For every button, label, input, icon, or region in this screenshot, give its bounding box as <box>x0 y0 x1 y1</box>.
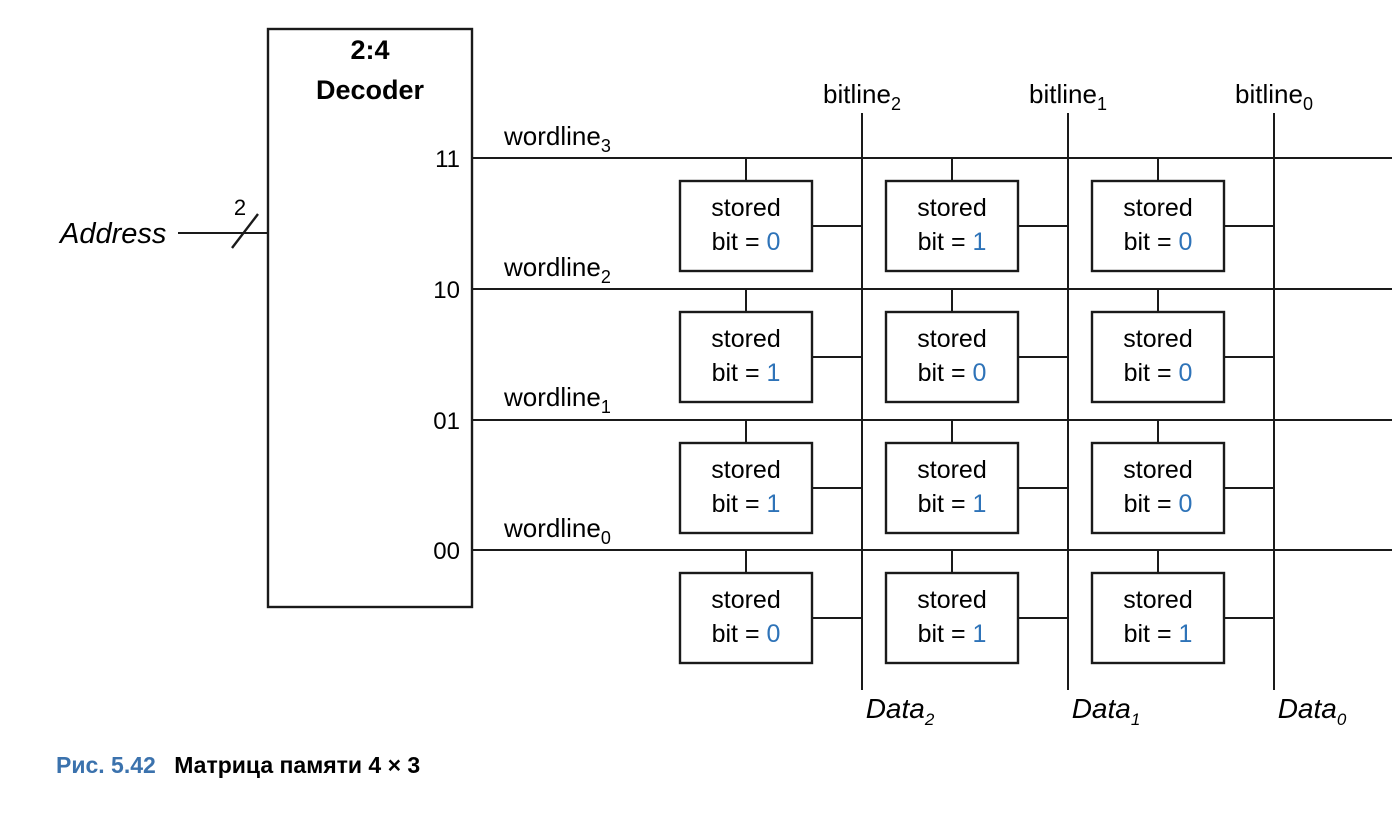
cell-r2c2-line1: stored <box>711 325 780 353</box>
memory-cell-r0c2[interactable]: stored bit = 0 <box>678 550 862 665</box>
bus-width-slash-icon <box>231 213 259 249</box>
data-output-0-label: Data0 <box>1278 693 1347 729</box>
cell-r0c0-line2: bit = 1 <box>1124 620 1193 648</box>
memory-cell-r0c0[interactable]: stored bit = 1 <box>1090 550 1274 665</box>
cell-r2c1-line2: bit = 0 <box>918 359 987 387</box>
cell-r2c0-box <box>1090 310 1226 404</box>
cell-r0c1-box <box>884 571 1020 665</box>
cell-r1c1-line1: stored <box>917 456 986 484</box>
cell-r0c2-line2: bit = 0 <box>712 620 781 648</box>
cell-r1c0-box <box>1090 441 1226 535</box>
cell-r2c1-box <box>884 310 1020 404</box>
cell-r3c1-line1: stored <box>917 194 986 222</box>
memory-cell-r3c2[interactable]: stored bit = 0 <box>678 158 862 273</box>
cell-r3c0-line1: stored <box>1123 194 1192 222</box>
decoder-output-label-00: 00 <box>433 538 460 565</box>
decoder-block: 2:4 Decoder 11 10 01 00 <box>266 27 474 609</box>
cell-r0c2-line1: stored <box>711 586 780 614</box>
data-output-1-label: Data1 <box>1072 693 1141 729</box>
cell-r1c1-box <box>884 441 1020 535</box>
memory-row-wordline2: stored bit = 1 stored bit = 0 stored <box>678 289 1274 404</box>
memory-row-wordline3: stored bit = 0 stored bit = 1 st <box>678 158 1274 273</box>
figure-caption-text: Матрица памяти 4 × 3 <box>174 752 421 778</box>
wordlines-group: wordline3 wordline2 wordline1 wordline0 <box>472 121 1392 552</box>
memory-cell-r2c1[interactable]: stored bit = 0 <box>884 289 1068 404</box>
memory-row-wordline0: stored bit = 0 stored bit = 1 stored <box>678 550 1274 665</box>
cell-r2c0-line2: bit = 0 <box>1124 359 1193 387</box>
cell-r0c0-box <box>1090 571 1226 665</box>
cell-r1c1-line2: bit = 1 <box>918 490 987 518</box>
cell-r0c2-box <box>678 571 814 665</box>
figure-caption: Рис. 5.42 Матрица памяти 4 × 3 <box>56 752 420 779</box>
data-outputs-group: Data2 Data1 Data0 <box>866 693 1347 729</box>
cell-r2c2-line2: bit = 1 <box>712 359 781 387</box>
bitlines-group: bitline2 bitline1 bitline0 <box>823 79 1313 690</box>
cell-r1c0-line1: stored <box>1123 456 1192 484</box>
address-label: Address <box>58 218 166 250</box>
memory-cell-r3c0[interactable]: stored bit = 0 <box>1090 158 1274 273</box>
cell-r3c1-line2: bit = 1 <box>918 228 987 256</box>
memory-cell-r2c2[interactable]: stored bit = 1 <box>678 289 862 404</box>
cell-r0c0-line1: stored <box>1123 586 1192 614</box>
wordline-0-label: wordline0 <box>503 513 611 548</box>
bitline-0-label: bitline0 <box>1235 79 1313 114</box>
cell-r3c0-box <box>1090 179 1226 273</box>
cell-r3c1-box <box>884 179 1020 273</box>
data-output-2-label: Data2 <box>866 693 935 729</box>
cell-r1c2-line2: bit = 1 <box>712 490 781 518</box>
memory-cell-r3c1[interactable]: stored bit = 1 <box>884 158 1068 273</box>
decoder-box <box>266 27 474 609</box>
memory-cell-r0c1[interactable]: stored bit = 1 <box>884 550 1068 665</box>
cell-r0c1-line1: stored <box>917 586 986 614</box>
memory-cell-r1c0[interactable]: stored bit = 0 <box>1090 420 1274 535</box>
figure-caption-number: Рис. 5.42 <box>56 752 156 778</box>
cell-r3c2-box <box>678 179 814 273</box>
cell-r1c2-line1: stored <box>711 456 780 484</box>
decoder-title-line2: Decoder <box>316 75 425 105</box>
wordline-1-label: wordline1 <box>503 382 611 417</box>
address-input-group: Address 2 <box>58 195 270 250</box>
cell-r2c1-line1: stored <box>917 325 986 353</box>
decoder-output-label-11: 11 <box>435 146 460 173</box>
memory-cell-r2c0[interactable]: stored bit = 0 <box>1090 289 1274 404</box>
cell-r3c2-line2: bit = 0 <box>712 228 781 256</box>
decoder-title-line1: 2:4 <box>350 35 389 65</box>
wordline-2-label: wordline2 <box>503 252 611 287</box>
decoder-output-label-01: 01 <box>433 408 460 435</box>
decoder-output-label-10: 10 <box>433 277 460 304</box>
wordline-3-label: wordline3 <box>503 121 611 156</box>
cell-r1c0-line2: bit = 0 <box>1124 490 1193 518</box>
memory-cell-r1c1[interactable]: stored bit = 1 <box>884 420 1068 535</box>
cell-r2c0-line1: stored <box>1123 325 1192 353</box>
cell-r0c1-line2: bit = 1 <box>918 620 987 648</box>
memory-cell-r1c2[interactable]: stored bit = 1 <box>678 420 862 535</box>
cell-r2c2-box <box>678 310 814 404</box>
bitline-1-label: bitline1 <box>1029 79 1107 114</box>
memory-row-wordline1: stored bit = 1 stored bit = 1 stored <box>678 420 1274 535</box>
bitline-2-label: bitline2 <box>823 79 901 114</box>
bus-width-label: 2 <box>234 195 246 220</box>
cell-r3c0-line2: bit = 0 <box>1124 228 1193 256</box>
cell-r3c2-line1: stored <box>711 194 780 222</box>
cell-r1c2-box <box>678 441 814 535</box>
